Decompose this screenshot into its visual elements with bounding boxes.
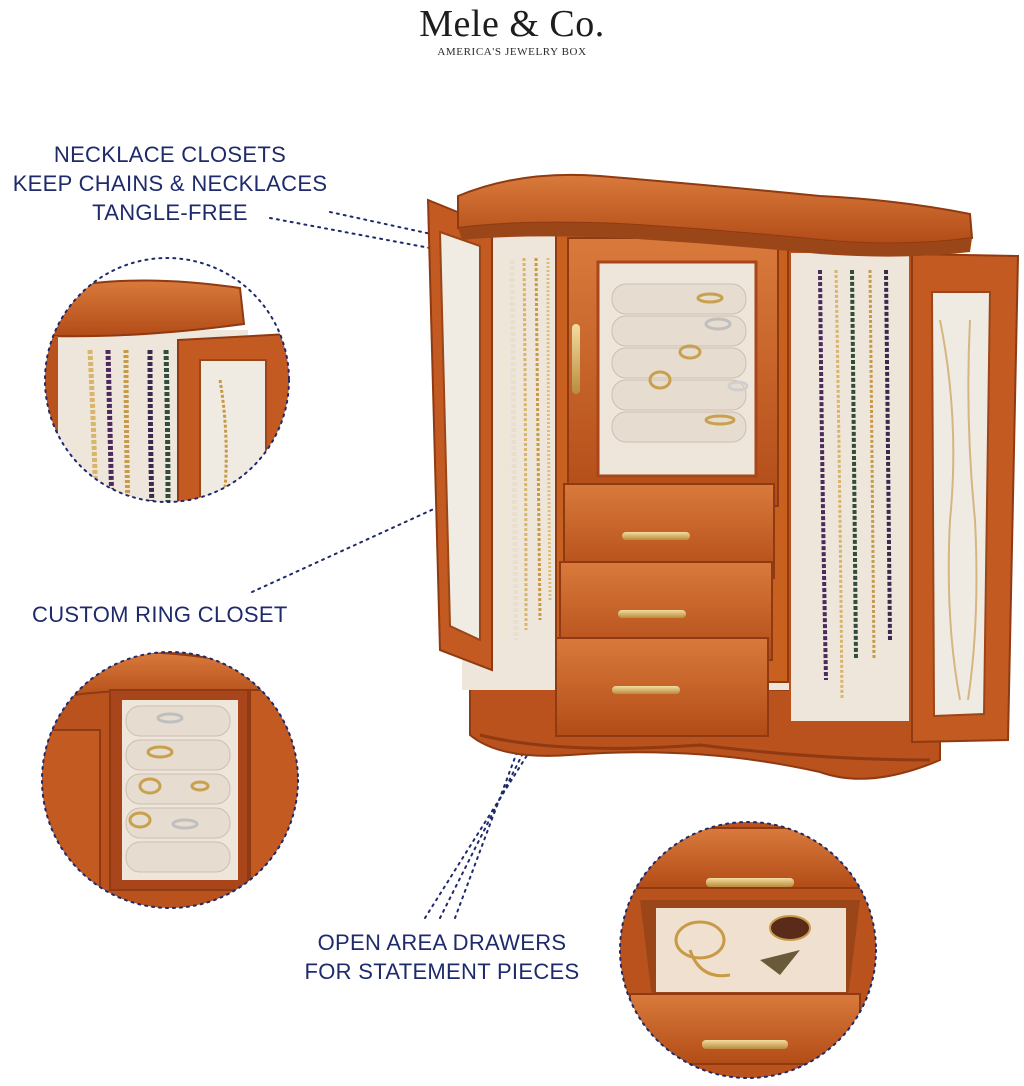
callout-necklace-line-2: KEEP CHAINS & NECKLACES	[12, 171, 328, 196]
ring-door-handle	[572, 324, 580, 394]
callout-drawers-line-1: OPEN AREA DRAWERS	[317, 930, 567, 955]
jewelry-box	[426, 173, 1020, 780]
callout-drawers-line-2: FOR STATEMENT PIECES	[304, 959, 580, 984]
ring-rolls	[611, 283, 747, 443]
detail-circle-ring	[41, 651, 299, 909]
drawer-3-handle	[612, 686, 680, 694]
detail-circle-drawers	[619, 821, 877, 1079]
leader-drawer-2	[439, 619, 591, 919]
drawers	[555, 483, 775, 737]
drawer-2-handle	[618, 610, 686, 618]
drawer-1-handle	[622, 532, 690, 540]
brand-name: Mele & Co.	[419, 3, 605, 45]
callout-necklace-line-3: TANGLE-FREE	[92, 200, 248, 225]
brand-tagline: AMERICA'S JEWELRY BOX	[437, 46, 587, 58]
callout-drawers: OPEN AREA DRAWERS FOR STATEMENT PIECES	[292, 928, 592, 986]
brand-header: Mele & Co. AMERICA'S JEWELRY BOX	[0, 0, 1024, 58]
detail-circle-necklace	[44, 257, 290, 503]
callout-ring-line-1: CUSTOM RING CLOSET	[32, 602, 288, 627]
callout-necklace-closets: NECKLACE CLOSETS KEEP CHAINS & NECKLACES…	[0, 140, 340, 227]
callout-necklace-line-1: NECKLACE CLOSETS	[53, 142, 287, 167]
rings	[648, 292, 749, 426]
callout-ring-closet: CUSTOM RING CLOSET	[32, 600, 312, 629]
